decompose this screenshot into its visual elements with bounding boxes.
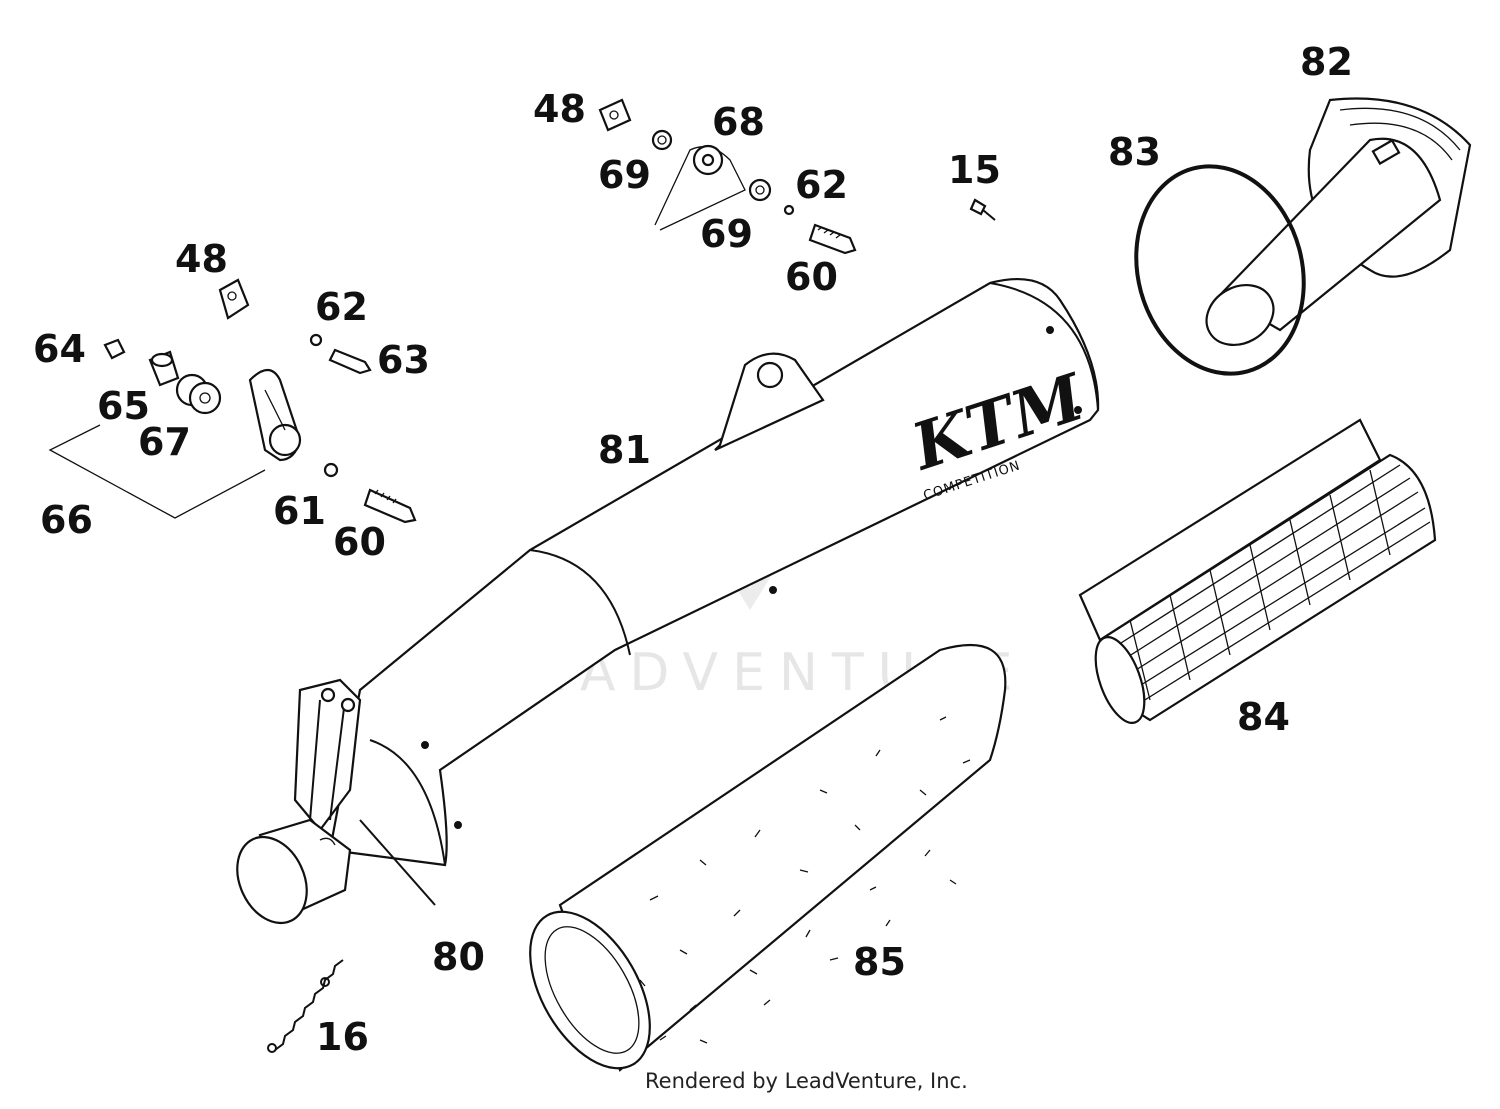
callout-16: 16 — [316, 1015, 369, 1059]
callout-69-lower: 69 — [700, 212, 753, 256]
callout-48-upper: 48 — [533, 87, 586, 131]
spring-16 — [267, 959, 344, 1053]
packing-mat-84 — [1078, 418, 1437, 724]
callout-48-left: 48 — [175, 237, 228, 281]
callout-64: 64 — [33, 327, 86, 371]
upper-mount-group — [598, 98, 857, 255]
callout-69-upper: 69 — [598, 153, 651, 197]
render-credit: Rendered by LeadVenture, Inc. — [645, 1069, 968, 1093]
o-ring-83 — [1134, 164, 1306, 376]
packing-insert-85 — [529, 643, 1007, 1072]
callout-85: 85 — [853, 940, 906, 984]
muffler-body-81: KTM COMPETITION — [328, 277, 1100, 867]
callout-67: 67 — [138, 420, 191, 464]
callout-66: 66 — [40, 498, 93, 542]
callout-63: 63 — [377, 338, 430, 382]
callout-62-upper: 62 — [795, 163, 848, 207]
callout-15: 15 — [948, 148, 1001, 192]
callout-84: 84 — [1237, 695, 1290, 739]
callout-68: 68 — [712, 100, 765, 144]
callout-65: 65 — [97, 384, 150, 428]
callout-83: 83 — [1108, 130, 1161, 174]
callout-62-left: 62 — [315, 285, 368, 329]
callout-labels: 48 68 69 69 62 60 15 82 83 48 64 62 63 6… — [33, 40, 1353, 1059]
inlet-pipe-80 — [236, 678, 436, 925]
callout-60-upper: 60 — [785, 255, 838, 299]
insert-texture — [639, 716, 971, 1044]
callout-80: 80 — [432, 935, 485, 979]
callout-81: 81 — [598, 428, 651, 472]
end-cap-82 — [1205, 97, 1472, 347]
callout-82: 82 — [1300, 40, 1353, 84]
left-mount-group — [48, 278, 417, 524]
screw-15 — [969, 198, 996, 221]
callout-61: 61 — [273, 489, 326, 533]
callout-60-left: 60 — [333, 520, 386, 564]
